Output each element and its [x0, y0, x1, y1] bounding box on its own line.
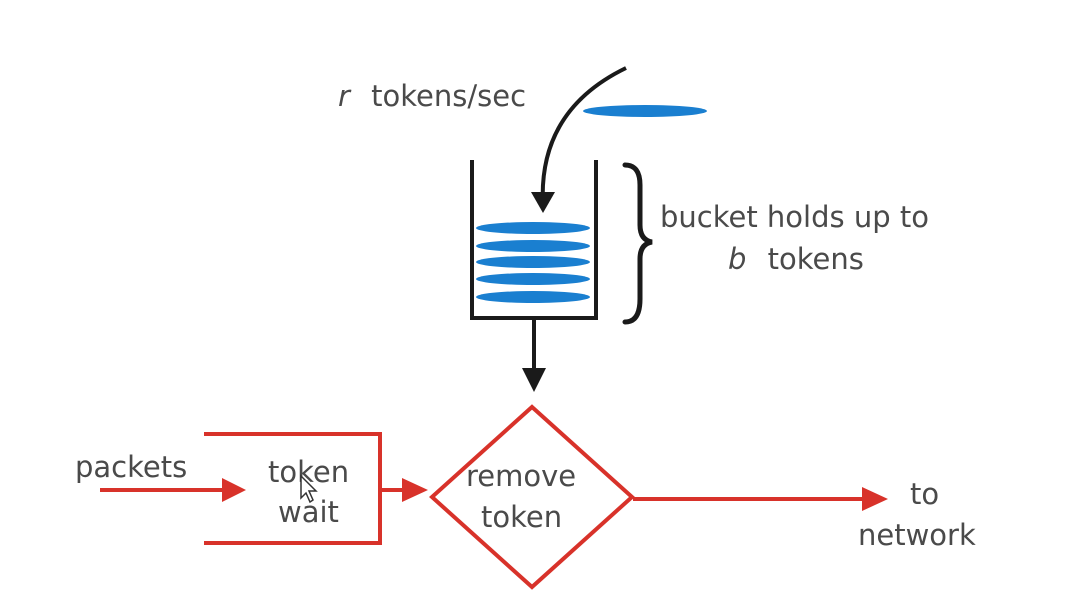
to-network-arrowhead — [862, 487, 888, 511]
packets-label: packets — [75, 450, 187, 484]
bucket-token — [476, 240, 590, 252]
bucket-capacity-unit: tokens — [768, 242, 864, 276]
remove-token-line2: token — [481, 500, 562, 534]
bucket-tokens — [476, 222, 590, 303]
remove-token-diamond — [429, 404, 635, 590]
token-rate-label: r tokens/sec — [338, 79, 526, 113]
bucket-capacity-line1: bucket holds up to — [660, 200, 929, 234]
bucket-variable: b — [728, 242, 746, 276]
bucket — [470, 160, 598, 320]
rate-unit: tokens/sec — [371, 79, 526, 113]
incoming-token — [583, 105, 707, 117]
bucket-to-remove-arrowhead — [522, 368, 546, 392]
token-inflow-arrowhead — [531, 192, 555, 213]
remove-token-line1: remove — [466, 459, 576, 493]
token-wait-queue — [204, 432, 382, 545]
bucket-token — [476, 256, 590, 268]
packets-arrowhead — [222, 478, 246, 502]
cursor-icon — [300, 474, 318, 504]
bucket-token — [476, 291, 590, 303]
rate-variable: r — [338, 79, 352, 113]
bucket-brace — [622, 162, 653, 325]
bucket-capacity-line2: b tokens — [728, 242, 864, 276]
token-wait-line2: wait — [278, 495, 339, 529]
network-line2: network — [858, 518, 976, 552]
wait-to-remove-arrowhead — [402, 478, 428, 502]
network-line1: to — [910, 477, 939, 511]
token-inflow-arrow — [540, 66, 627, 206]
bucket-token — [476, 273, 590, 285]
bucket-token — [476, 222, 590, 234]
